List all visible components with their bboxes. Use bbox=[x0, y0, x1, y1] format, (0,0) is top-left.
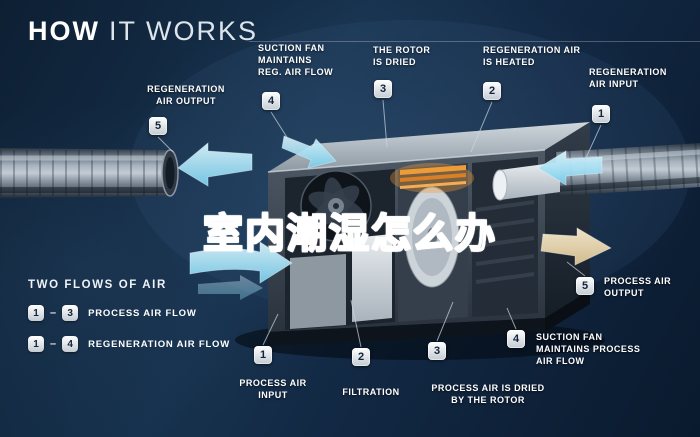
arrow-process-output bbox=[540, 227, 612, 266]
airflow-arrows bbox=[177, 135, 612, 300]
callout-label-filtration: FILTRATION bbox=[342, 387, 400, 397]
legend-range-dash: – bbox=[50, 338, 57, 350]
callout-badge-filtration: 2 bbox=[352, 348, 370, 366]
legend-two-flows: TWO FLOWS OF AIR 1 – 3 PROCESS AIR FLOW … bbox=[28, 279, 230, 367]
callout-label-rotor-dried: THE ROTOR IS DRIED bbox=[373, 45, 431, 68]
callout-badge-regeneration-air-heated: 2 bbox=[483, 82, 501, 100]
callout-badge-regeneration-air-output: 5 bbox=[149, 117, 167, 135]
callout-badge-process-air-dried: 3 bbox=[428, 342, 446, 360]
legend-badge-to: 4 bbox=[62, 336, 79, 352]
heater-element bbox=[390, 163, 474, 193]
process-fan bbox=[300, 170, 372, 242]
legend-label-regeneration-air-flow: REGENERATION AIR FLOW bbox=[88, 338, 231, 350]
watermark-text: 室内潮湿怎么办 bbox=[202, 211, 497, 257]
arrow-regeneration-input bbox=[537, 150, 603, 186]
arrow-process-input bbox=[189, 241, 293, 284]
arrow-process-input-echo bbox=[198, 275, 263, 300]
page-title: HOW IT WORKS bbox=[28, 16, 258, 47]
arrow-suction-fan-flow bbox=[281, 135, 337, 169]
callout-label-suction-fan-reg: SUCTION FAN MAINTAINS REG. AIR FLOW bbox=[258, 43, 334, 78]
callout-badge-regeneration-air-input: 1 bbox=[592, 105, 610, 123]
page-title-primary: HOW bbox=[28, 16, 100, 46]
callout-label-process-air-output: PROCESS AIR OUTPUT bbox=[604, 276, 672, 299]
callout-label-regeneration-air-heated: REGENERATION AIR IS HEATED bbox=[483, 45, 581, 68]
callout-badge-process-air-output: 5 bbox=[576, 277, 594, 295]
legend-range-dash: – bbox=[50, 307, 57, 319]
desiccant-rotor bbox=[404, 186, 460, 288]
legend-row-process-air: 1 – 3 PROCESS AIR FLOW bbox=[28, 305, 230, 321]
callout-label-suction-fan-process: SUCTION FAN MAINTAINS PROCESS AIR FLOW bbox=[536, 332, 641, 367]
left-duct bbox=[0, 148, 179, 198]
legend-badge-to: 3 bbox=[62, 305, 79, 321]
callout-badge-suction-fan-process: 4 bbox=[507, 330, 525, 348]
right-duct bbox=[554, 143, 700, 196]
callout-label-process-air-input: PROCESS AIR INPUT bbox=[239, 378, 307, 401]
title-divider-line bbox=[249, 41, 700, 42]
legend-badge-from: 1 bbox=[28, 336, 44, 352]
callout-label-regeneration-air-output: REGENERATION AIR OUTPUT bbox=[147, 84, 225, 107]
legend-label-process-air-flow: PROCESS AIR FLOW bbox=[88, 307, 197, 319]
legend-row-regeneration-air: 1 – 4 REGENERATION AIR FLOW bbox=[28, 336, 230, 352]
arrow-regeneration-output bbox=[177, 142, 253, 187]
base-plinth-side bbox=[545, 290, 590, 332]
legend-badge-from: 1 bbox=[28, 305, 44, 321]
callout-badge-process-air-input: 1 bbox=[254, 346, 272, 364]
callout-leader-lines bbox=[157, 99, 602, 348]
vent-slats bbox=[475, 200, 535, 284]
base-plinth bbox=[268, 318, 545, 346]
callout-label-process-air-dried: PROCESS AIR IS DRIED BY THE ROTOR bbox=[431, 383, 545, 406]
callout-badge-suction-fan-reg: 4 bbox=[262, 92, 280, 110]
legend-heading: TWO FLOWS OF AIR bbox=[28, 279, 167, 291]
callout-label-regeneration-air-input: REGENERATION AIR INPUT bbox=[589, 67, 667, 90]
callout-badge-rotor-dried: 3 bbox=[374, 80, 392, 98]
page-title-secondary: IT WORKS bbox=[108, 16, 258, 46]
filter-panels bbox=[290, 234, 392, 329]
